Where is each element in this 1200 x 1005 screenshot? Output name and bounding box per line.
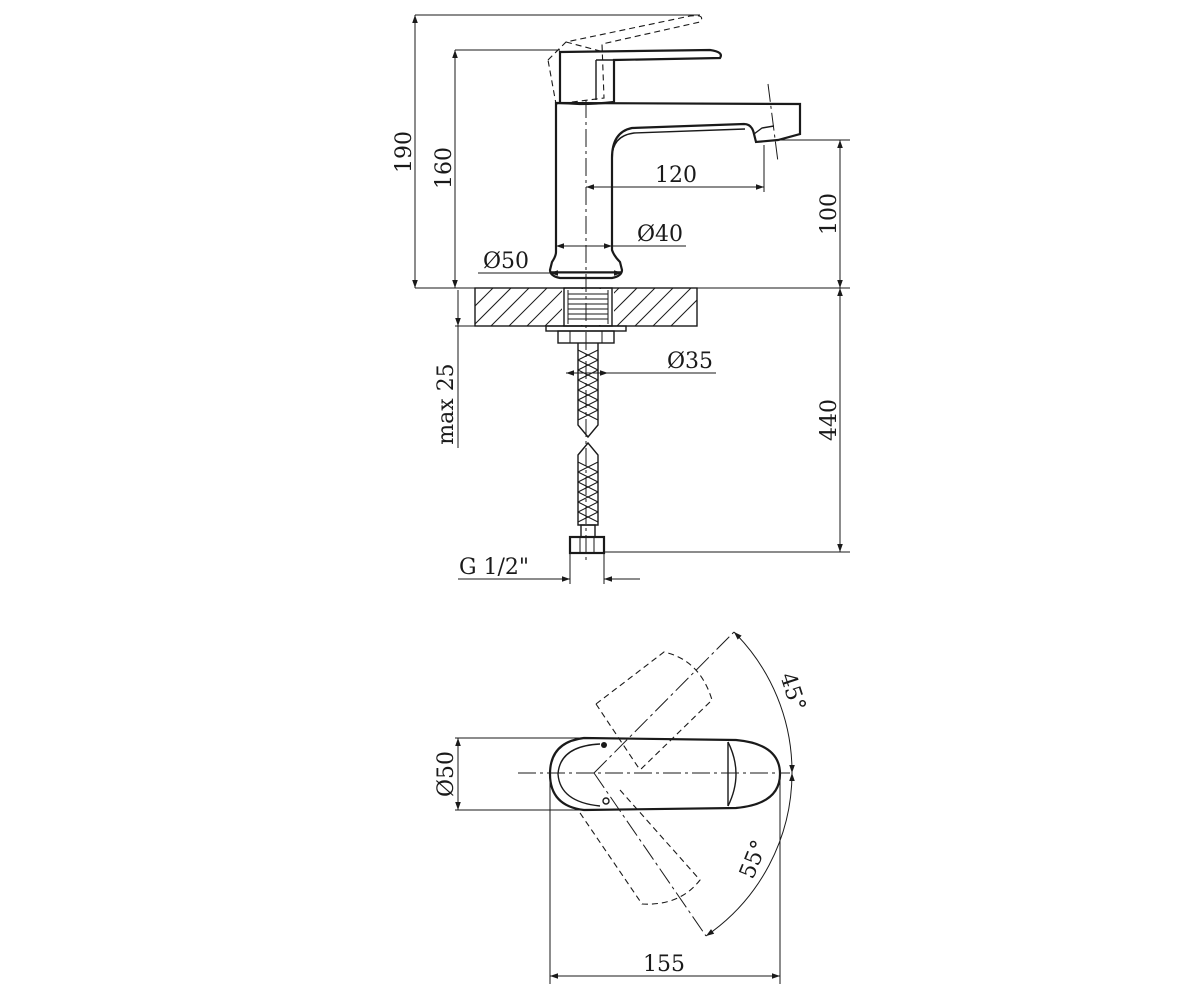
braided-hose: [568, 343, 606, 555]
dim-angle-back: 45°: [774, 670, 810, 715]
arc-55: [705, 772, 795, 937]
dim-height-total: 190: [392, 131, 417, 173]
dim-max-thickness: max 25: [434, 363, 459, 444]
dim-body-diameter: Ø40: [637, 222, 683, 247]
lever-handle: [558, 48, 722, 106]
dim-total-length: 155: [643, 952, 685, 977]
ray-55: [593, 772, 707, 937]
handle-rotated-side: [577, 789, 701, 905]
pivot-dot-bottom: [602, 797, 610, 805]
dim-hose-length: 440: [817, 399, 842, 441]
ray-45: [593, 631, 735, 774]
dim-top-diameter: Ø50: [434, 751, 459, 797]
lever-handle-raised: [547, 15, 703, 105]
dim-base-diameter: Ø50: [483, 249, 529, 274]
dim-height-spout: 160: [432, 147, 457, 189]
side-view: 190 160 120 100 Ø40 Ø50 Ø35 max 25 440: [392, 14, 850, 584]
dim-spout-reach: 120: [655, 163, 697, 188]
handle-rotated-back: [595, 651, 713, 771]
dim-angle-side: 55°: [735, 837, 773, 883]
dim-connection: G 1/2": [459, 555, 529, 580]
dim-spout-height: 100: [817, 193, 842, 235]
dim-shank-diameter: Ø35: [667, 349, 713, 374]
arc-45: [733, 631, 795, 774]
pivot-dot-top: [601, 742, 607, 748]
top-view: 45° 55° Ø50 155: [434, 631, 810, 984]
top-body: [548, 736, 782, 812]
